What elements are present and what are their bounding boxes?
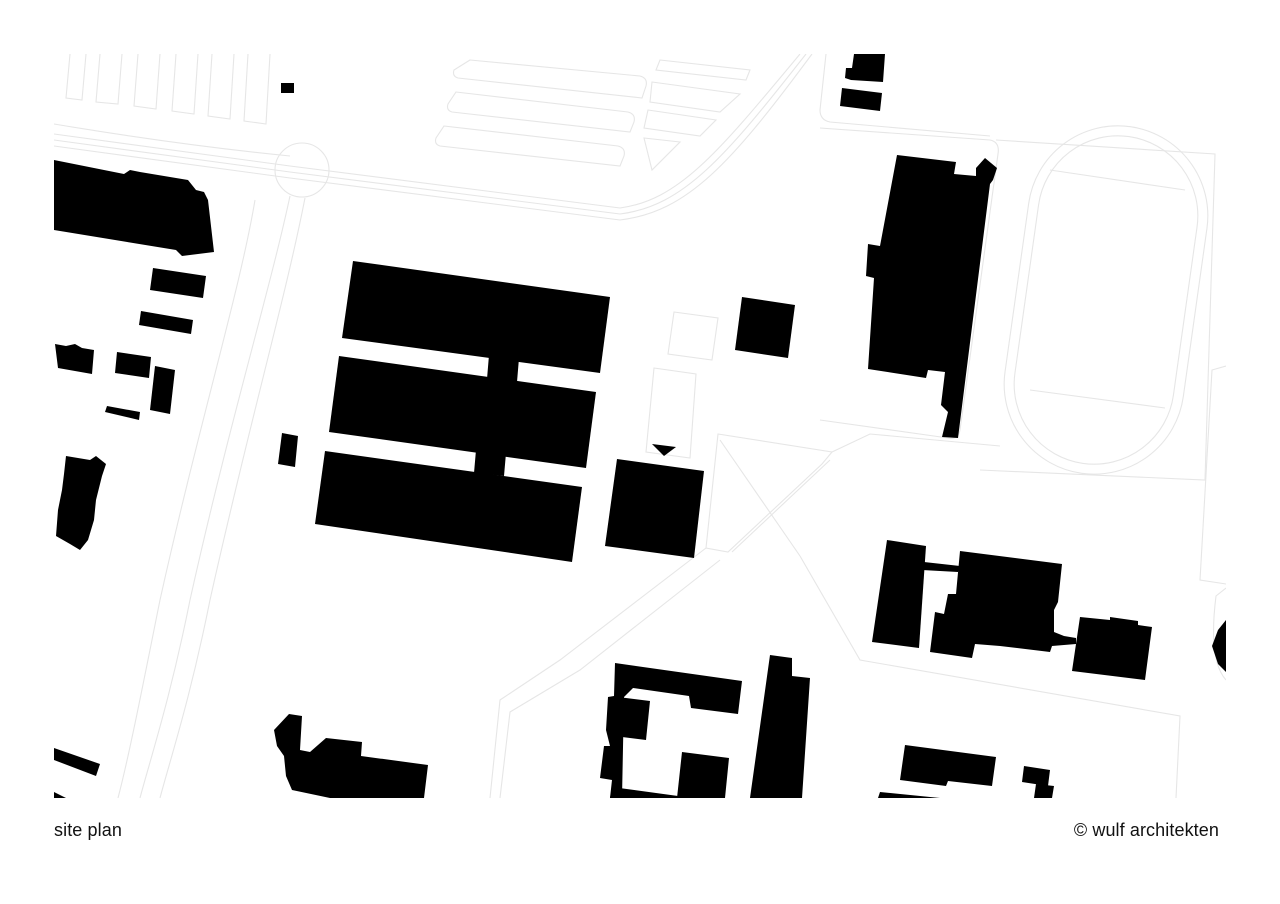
site-plan-drawing <box>54 54 1226 798</box>
site-plan-map <box>54 54 1226 798</box>
caption-title: site plan <box>54 820 122 840</box>
buildings <box>54 54 1226 798</box>
caption-credit: © wulf architekten <box>1073 820 1219 840</box>
entrance-marker-icon <box>652 444 676 456</box>
road-network <box>54 54 1226 798</box>
